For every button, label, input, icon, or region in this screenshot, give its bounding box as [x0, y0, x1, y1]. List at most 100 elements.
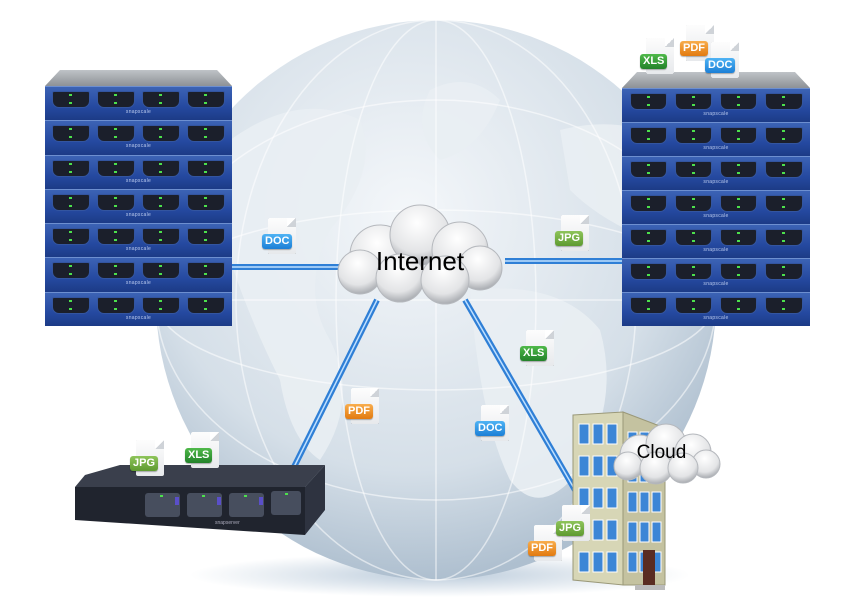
drive-bay — [97, 159, 135, 177]
drive-bay — [719, 195, 758, 212]
file-type-label: PDF — [680, 41, 708, 56]
file-type-label: PDF — [528, 541, 556, 556]
drive-bay — [629, 297, 668, 314]
drive-bay — [764, 297, 803, 314]
rack-brand-label: snapscale — [703, 213, 729, 219]
rack-unit: snapscale — [622, 88, 810, 122]
drive-bay — [629, 93, 668, 110]
drive-bay — [674, 93, 713, 110]
drive-bay — [52, 125, 90, 143]
rack-unit: snapscale — [622, 224, 810, 258]
rack-brand-label: snapscale — [703, 179, 729, 185]
rack-top-cover — [622, 72, 810, 88]
drive-bay — [142, 296, 180, 314]
file-icon-xls[interactable]: XLS — [185, 432, 219, 470]
drive-bay — [764, 263, 803, 280]
drive-bay — [719, 297, 758, 314]
rack-brand-label: snapscale — [125, 314, 152, 321]
drive-bay — [187, 125, 225, 143]
right-storage-rack[interactable]: snapscale snapscale snapscale snapscale snap… — [622, 72, 810, 326]
file-icon-pdf[interactable]: PDF — [528, 525, 562, 563]
file-icon-xls[interactable]: XLS — [640, 38, 674, 76]
drive-bay — [52, 91, 90, 108]
drive-bay — [764, 93, 803, 110]
file-type-label: JPG — [130, 456, 159, 471]
drive-bay — [142, 125, 180, 143]
drive-bay — [97, 91, 135, 108]
drive-bay — [52, 159, 90, 177]
file-type-label: DOC — [475, 421, 506, 436]
left-storage-rack[interactable]: snapscale snapscale snapscale snapscale snap… — [45, 70, 232, 326]
rack-brand-label: snapscale — [703, 281, 729, 287]
rack-brand-label: snapscale — [125, 246, 152, 253]
internet-label: Internet — [375, 246, 465, 276]
drive-bay — [674, 229, 713, 246]
rack-brand-label: snapscale — [703, 145, 729, 151]
rack-unit: snapscale — [45, 154, 232, 189]
drive-bay — [187, 91, 225, 108]
rack-unit: snapscale — [45, 257, 232, 292]
cloud-icon — [337, 204, 503, 305]
drive-bay — [719, 263, 758, 280]
file-icon-pdf[interactable]: PDF — [680, 25, 714, 63]
file-icon-jpg[interactable]: JPG — [555, 215, 589, 253]
rack-unit: snapscale — [622, 122, 810, 156]
file-icon-doc[interactable]: DOC — [705, 42, 739, 80]
drive-bay — [629, 263, 668, 280]
cloud-service[interactable]: Cloud — [608, 420, 723, 485]
rack-unit: snapscale — [622, 190, 810, 224]
drive-bay — [629, 195, 668, 212]
drive-bay — [764, 195, 803, 212]
rack-brand-label: snapscale — [125, 280, 152, 287]
drive-bay — [52, 228, 90, 246]
rack-unit: snapscale — [45, 120, 232, 155]
rack-brand-label: snapscale — [125, 177, 152, 184]
rack-unit: snapscale — [45, 223, 232, 258]
file-type-label: XLS — [640, 54, 668, 69]
drive-bay — [142, 228, 180, 246]
drive-bay — [719, 93, 758, 110]
rack-brand-label: snapscale — [125, 109, 152, 115]
cloud-icon — [613, 423, 721, 485]
drive-bay — [52, 262, 90, 280]
bottom-server-brand: snapserver — [215, 520, 240, 526]
file-type-label: XLS — [520, 346, 548, 361]
rack-brand-label: snapscale — [703, 315, 729, 321]
cloud-label: Cloud — [636, 442, 687, 463]
rack-unit: snapscale — [45, 86, 232, 121]
file-icon-jpg[interactable]: JPG — [556, 505, 590, 543]
internet-cloud[interactable]: Internet — [330, 200, 510, 305]
drive-bay — [142, 159, 180, 177]
server-icon — [75, 465, 325, 535]
file-type-label: XLS — [185, 448, 213, 463]
rack-unit: snapscale — [622, 292, 810, 326]
file-type-label: JPG — [556, 521, 585, 536]
drive-bay — [142, 91, 180, 108]
file-type-label: DOC — [705, 58, 736, 73]
rack-brand-label: snapscale — [703, 247, 729, 253]
rack-brand-label: snapscale — [703, 111, 729, 117]
drive-bay — [187, 193, 225, 211]
rack-unit: snapscale — [622, 258, 810, 292]
file-type-label: PDF — [345, 404, 373, 419]
drive-bay — [187, 262, 225, 280]
rack-unit: snapscale — [622, 156, 810, 190]
drive-bay — [674, 297, 713, 314]
drive-bay — [674, 127, 713, 144]
bottom-storage-server[interactable]: snapserver — [75, 465, 325, 540]
drive-bay — [187, 296, 225, 314]
drive-bay — [97, 228, 135, 246]
rack-brand-label: snapscale — [125, 211, 152, 218]
file-icon-doc[interactable]: DOC — [475, 405, 509, 443]
drive-bay — [52, 193, 90, 211]
file-type-label: DOC — [262, 234, 293, 249]
drive-bay — [52, 296, 90, 314]
rack-unit: snapscale — [45, 188, 232, 224]
file-icon-doc[interactable]: DOC — [262, 218, 296, 256]
drive-bay — [142, 193, 180, 211]
drive-bay — [142, 262, 180, 280]
drive-bay — [719, 229, 758, 246]
file-icon-jpg[interactable]: JPG — [130, 440, 164, 478]
file-icon-pdf[interactable]: PDF — [345, 388, 379, 426]
file-icon-xls[interactable]: XLS — [520, 330, 554, 368]
